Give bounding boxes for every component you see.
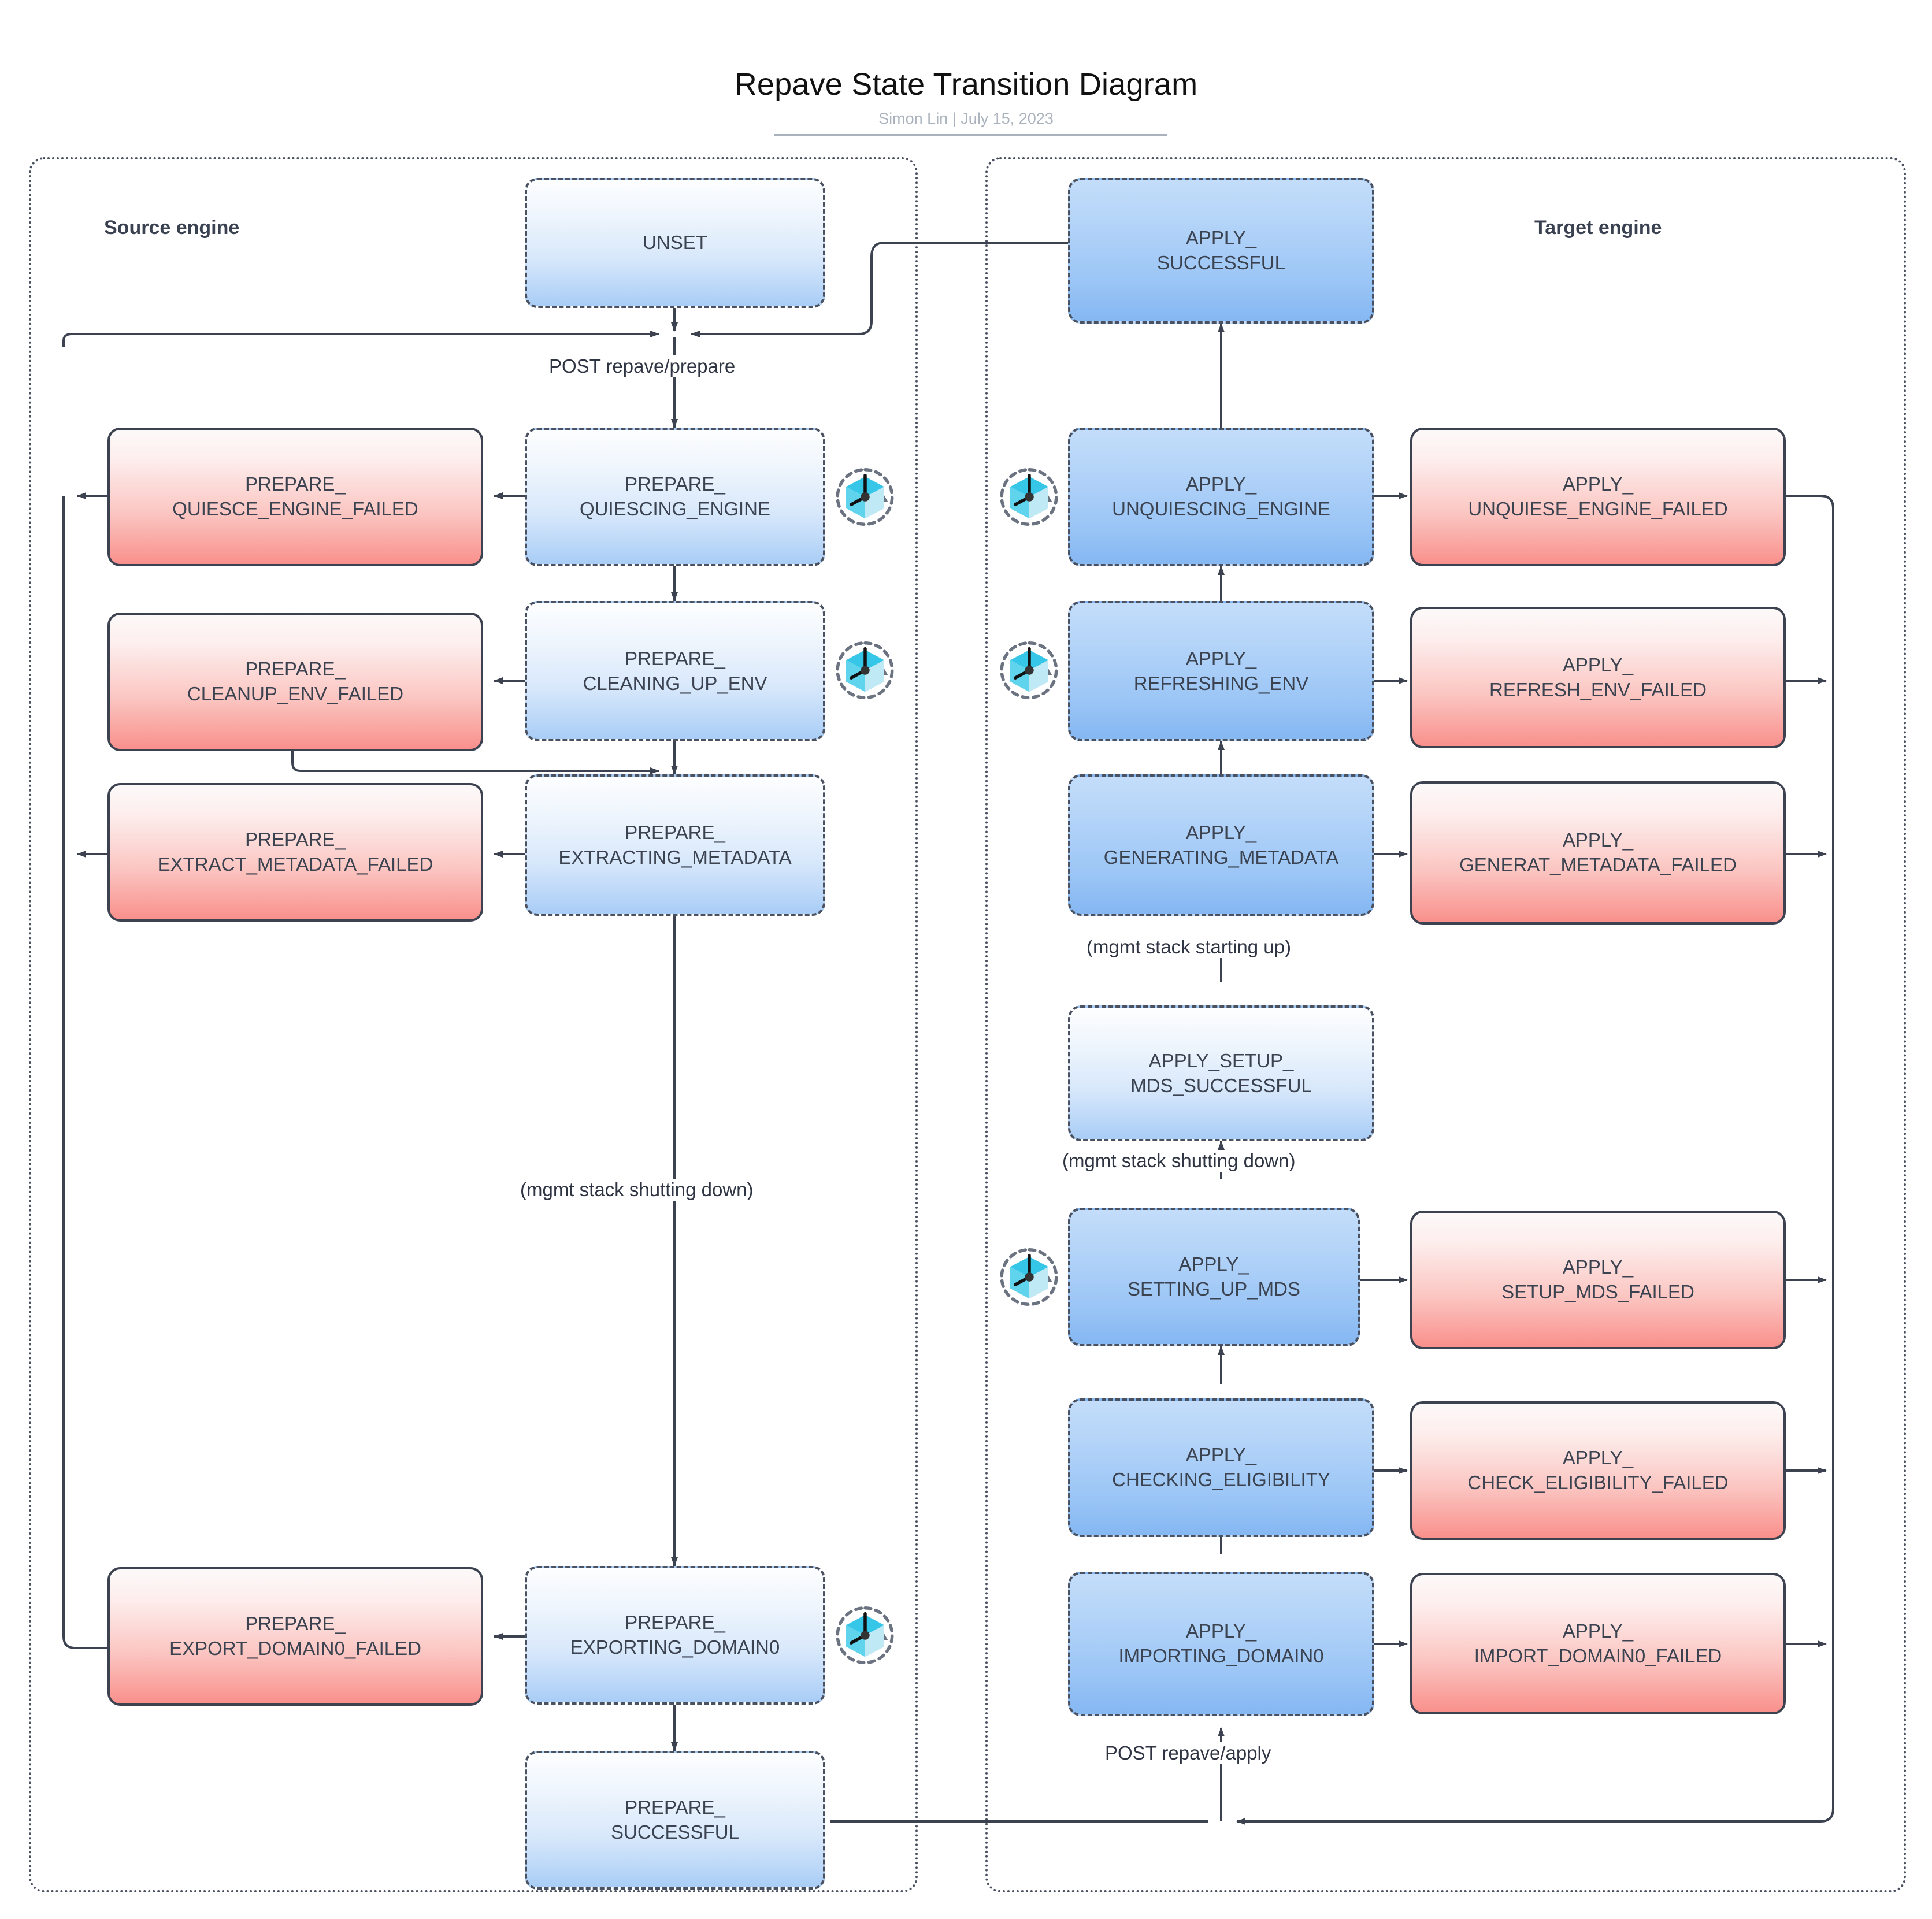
node-apply-setting-up-mds[interactable]: APPLY_ SETTING_UP_MDS [1068, 1208, 1360, 1346]
node-prepare-cleanup-env-failed-label: PREPARE_ CLEANUP_ENV_FAILED [187, 658, 404, 704]
edge-label-post-apply: POST repave/apply [1099, 1742, 1277, 1764]
retry-clock-cube-icon [1000, 1248, 1058, 1306]
node-apply-importing-domain0[interactable]: APPLY_ IMPORTING_DOMAIN0 [1068, 1572, 1374, 1716]
node-apply-check-eligibility-failed-label: APPLY_ CHECK_ELIGIBILITY_FAILED [1467, 1447, 1729, 1493]
node-apply-successful[interactable]: APPLY_ SUCCESSFUL [1068, 178, 1374, 324]
node-prepare-cleaning-up-env-label: PREPARE_ CLEANING_UP_ENV [583, 647, 767, 694]
node-apply-importing-domain0-label: APPLY_ IMPORTING_DOMAIN0 [1118, 1620, 1324, 1666]
node-apply-setup-mds-successful-label: APPLY_SETUP_ MDS_SUCCESSFUL [1130, 1049, 1312, 1096]
node-apply-generating-metadata-label: APPLY_ GENERATING_METADATA [1103, 821, 1339, 868]
node-apply-refresh-env-failed[interactable]: APPLY_ REFRESH_ENV_FAILED [1410, 607, 1786, 748]
node-prepare-export-domain0-failed[interactable]: PREPARE_ EXPORT_DOMAIN0_FAILED [107, 1567, 483, 1706]
node-prepare-quiesce-engine-failed[interactable]: PREPARE_ QUIESCE_ENGINE_FAILED [107, 428, 483, 566]
node-apply-generat-metadata-failed[interactable]: APPLY_ GENERAT_METADATA_FAILED [1410, 781, 1786, 925]
lane-source-engine-label: Source engine [104, 217, 240, 239]
node-unset-label: UNSET [643, 232, 707, 254]
node-apply-successful-label: APPLY_ SUCCESSFUL [1157, 227, 1285, 273]
node-apply-setup-mds-failed-label: APPLY_ SETUP_MDS_FAILED [1501, 1256, 1694, 1302]
node-apply-import-domain0-failed[interactable]: APPLY_ IMPORT_DOMAIN0_FAILED [1410, 1573, 1786, 1714]
lane-source-engine [29, 157, 918, 1892]
edge-label-mgmt-starting-up: (mgmt stack starting up) [1081, 936, 1297, 958]
node-apply-setting-up-mds-label: APPLY_ SETTING_UP_MDS [1128, 1253, 1300, 1300]
retry-clock-cube-icon [836, 1606, 894, 1665]
node-apply-unquiescing-engine-label: APPLY_ UNQUIESCING_ENGINE [1112, 473, 1330, 519]
node-apply-refreshing-env[interactable]: APPLY_ REFRESHING_ENV [1068, 601, 1374, 741]
node-apply-import-domain0-failed-label: APPLY_ IMPORT_DOMAIN0_FAILED [1474, 1620, 1722, 1666]
title-underline [774, 134, 1167, 136]
node-prepare-quiescing-engine-label: PREPARE_ QUIESCING_ENGINE [579, 473, 771, 519]
node-apply-setup-mds-successful[interactable]: APPLY_SETUP_ MDS_SUCCESSFUL [1068, 1005, 1374, 1141]
retry-clock-cube-icon [1000, 467, 1058, 526]
node-prepare-cleanup-env-failed[interactable]: PREPARE_ CLEANUP_ENV_FAILED [107, 613, 483, 751]
node-apply-unquiese-engine-failed[interactable]: APPLY_ UNQUIESE_ENGINE_FAILED [1410, 428, 1786, 566]
node-apply-check-eligibility-failed[interactable]: APPLY_ CHECK_ELIGIBILITY_FAILED [1410, 1401, 1786, 1540]
node-prepare-successful-label: PREPARE_ SUCCESSFUL [611, 1796, 739, 1843]
node-unset[interactable]: UNSET [525, 178, 825, 308]
node-prepare-exporting-domain0-label: PREPARE_ EXPORTING_DOMAIN0 [570, 1612, 780, 1658]
node-prepare-quiesce-engine-failed-label: PREPARE_ QUIESCE_ENGINE_FAILED [172, 473, 418, 519]
node-prepare-export-domain0-failed-label: PREPARE_ EXPORT_DOMAIN0_FAILED [169, 1613, 421, 1659]
lane-target-engine [985, 157, 1906, 1892]
edge-label-mgmt-shutting-down-target: (mgmt stack shutting down) [1056, 1150, 1301, 1172]
node-apply-refresh-env-failed-label: APPLY_ REFRESH_ENV_FAILED [1489, 654, 1707, 700]
node-apply-checking-eligibility-label: APPLY_ CHECKING_ELIGIBILITY [1112, 1444, 1330, 1490]
retry-clock-cube-icon [836, 641, 894, 700]
node-prepare-cleaning-up-env[interactable]: PREPARE_ CLEANING_UP_ENV [525, 601, 825, 741]
retry-clock-cube-icon [1000, 641, 1058, 700]
node-prepare-exporting-domain0[interactable]: PREPARE_ EXPORTING_DOMAIN0 [525, 1566, 825, 1705]
node-prepare-extract-metadata-failed[interactable]: PREPARE_ EXTRACT_METADATA_FAILED [107, 783, 483, 922]
node-prepare-extracting-metadata[interactable]: PREPARE_ EXTRACTING_METADATA [525, 774, 825, 916]
node-prepare-quiescing-engine[interactable]: PREPARE_ QUIESCING_ENGINE [525, 428, 825, 566]
edge-label-mgmt-shutting-down-source: (mgmt stack shutting down) [514, 1179, 759, 1201]
node-prepare-extracting-metadata-label: PREPARE_ EXTRACTING_METADATA [558, 821, 792, 868]
node-apply-unquiescing-engine[interactable]: APPLY_ UNQUIESCING_ENGINE [1068, 428, 1374, 566]
node-apply-generating-metadata[interactable]: APPLY_ GENERATING_METADATA [1068, 774, 1374, 916]
lane-target-engine-label: Target engine [1534, 217, 1662, 239]
node-prepare-successful[interactable]: PREPARE_ SUCCESSFUL [525, 1751, 825, 1890]
node-prepare-extract-metadata-failed-label: PREPARE_ EXTRACT_METADATA_FAILED [157, 829, 433, 875]
page-title: Repave State Transition Diagram [734, 67, 1198, 102]
node-apply-refreshing-env-label: APPLY_ REFRESHING_ENV [1133, 647, 1309, 694]
node-apply-generat-metadata-failed-label: APPLY_ GENERAT_METADATA_FAILED [1459, 829, 1737, 875]
edge-label-post-prepare: POST repave/prepare [543, 355, 741, 377]
byline: Simon Lin | July 15, 2023 [878, 110, 1054, 127]
node-apply-checking-eligibility[interactable]: APPLY_ CHECKING_ELIGIBILITY [1068, 1398, 1374, 1537]
node-apply-unquiese-engine-failed-label: APPLY_ UNQUIESE_ENGINE_FAILED [1468, 473, 1728, 519]
node-apply-setup-mds-failed[interactable]: APPLY_ SETUP_MDS_FAILED [1410, 1211, 1786, 1349]
retry-clock-cube-icon [836, 467, 894, 526]
